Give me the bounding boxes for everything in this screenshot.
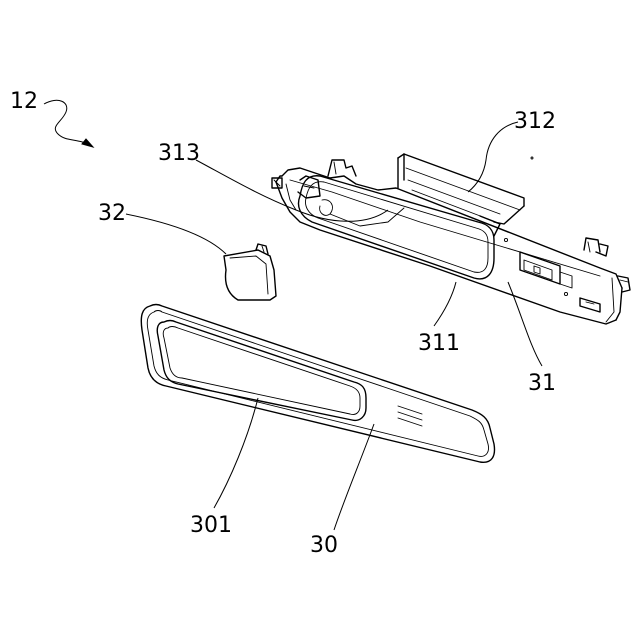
- label-312: 312: [514, 109, 556, 134]
- label-12: 12: [10, 89, 38, 114]
- leader-30: [334, 424, 374, 530]
- label-30: 30: [310, 533, 338, 558]
- label-31: 31: [528, 371, 556, 396]
- label-32: 32: [98, 201, 126, 226]
- leader-301: [214, 398, 258, 508]
- bezel: [141, 305, 494, 463]
- label-313: 313: [158, 141, 200, 166]
- leader-12: [44, 100, 92, 146]
- end-cap: [224, 244, 276, 300]
- leader-32: [126, 214, 226, 254]
- label-301: 301: [190, 513, 232, 538]
- leader-312: [468, 122, 518, 192]
- arrowhead-12: [82, 139, 93, 147]
- label-311: 311: [418, 331, 460, 356]
- leader-31: [508, 282, 542, 366]
- leader-311: [434, 282, 456, 326]
